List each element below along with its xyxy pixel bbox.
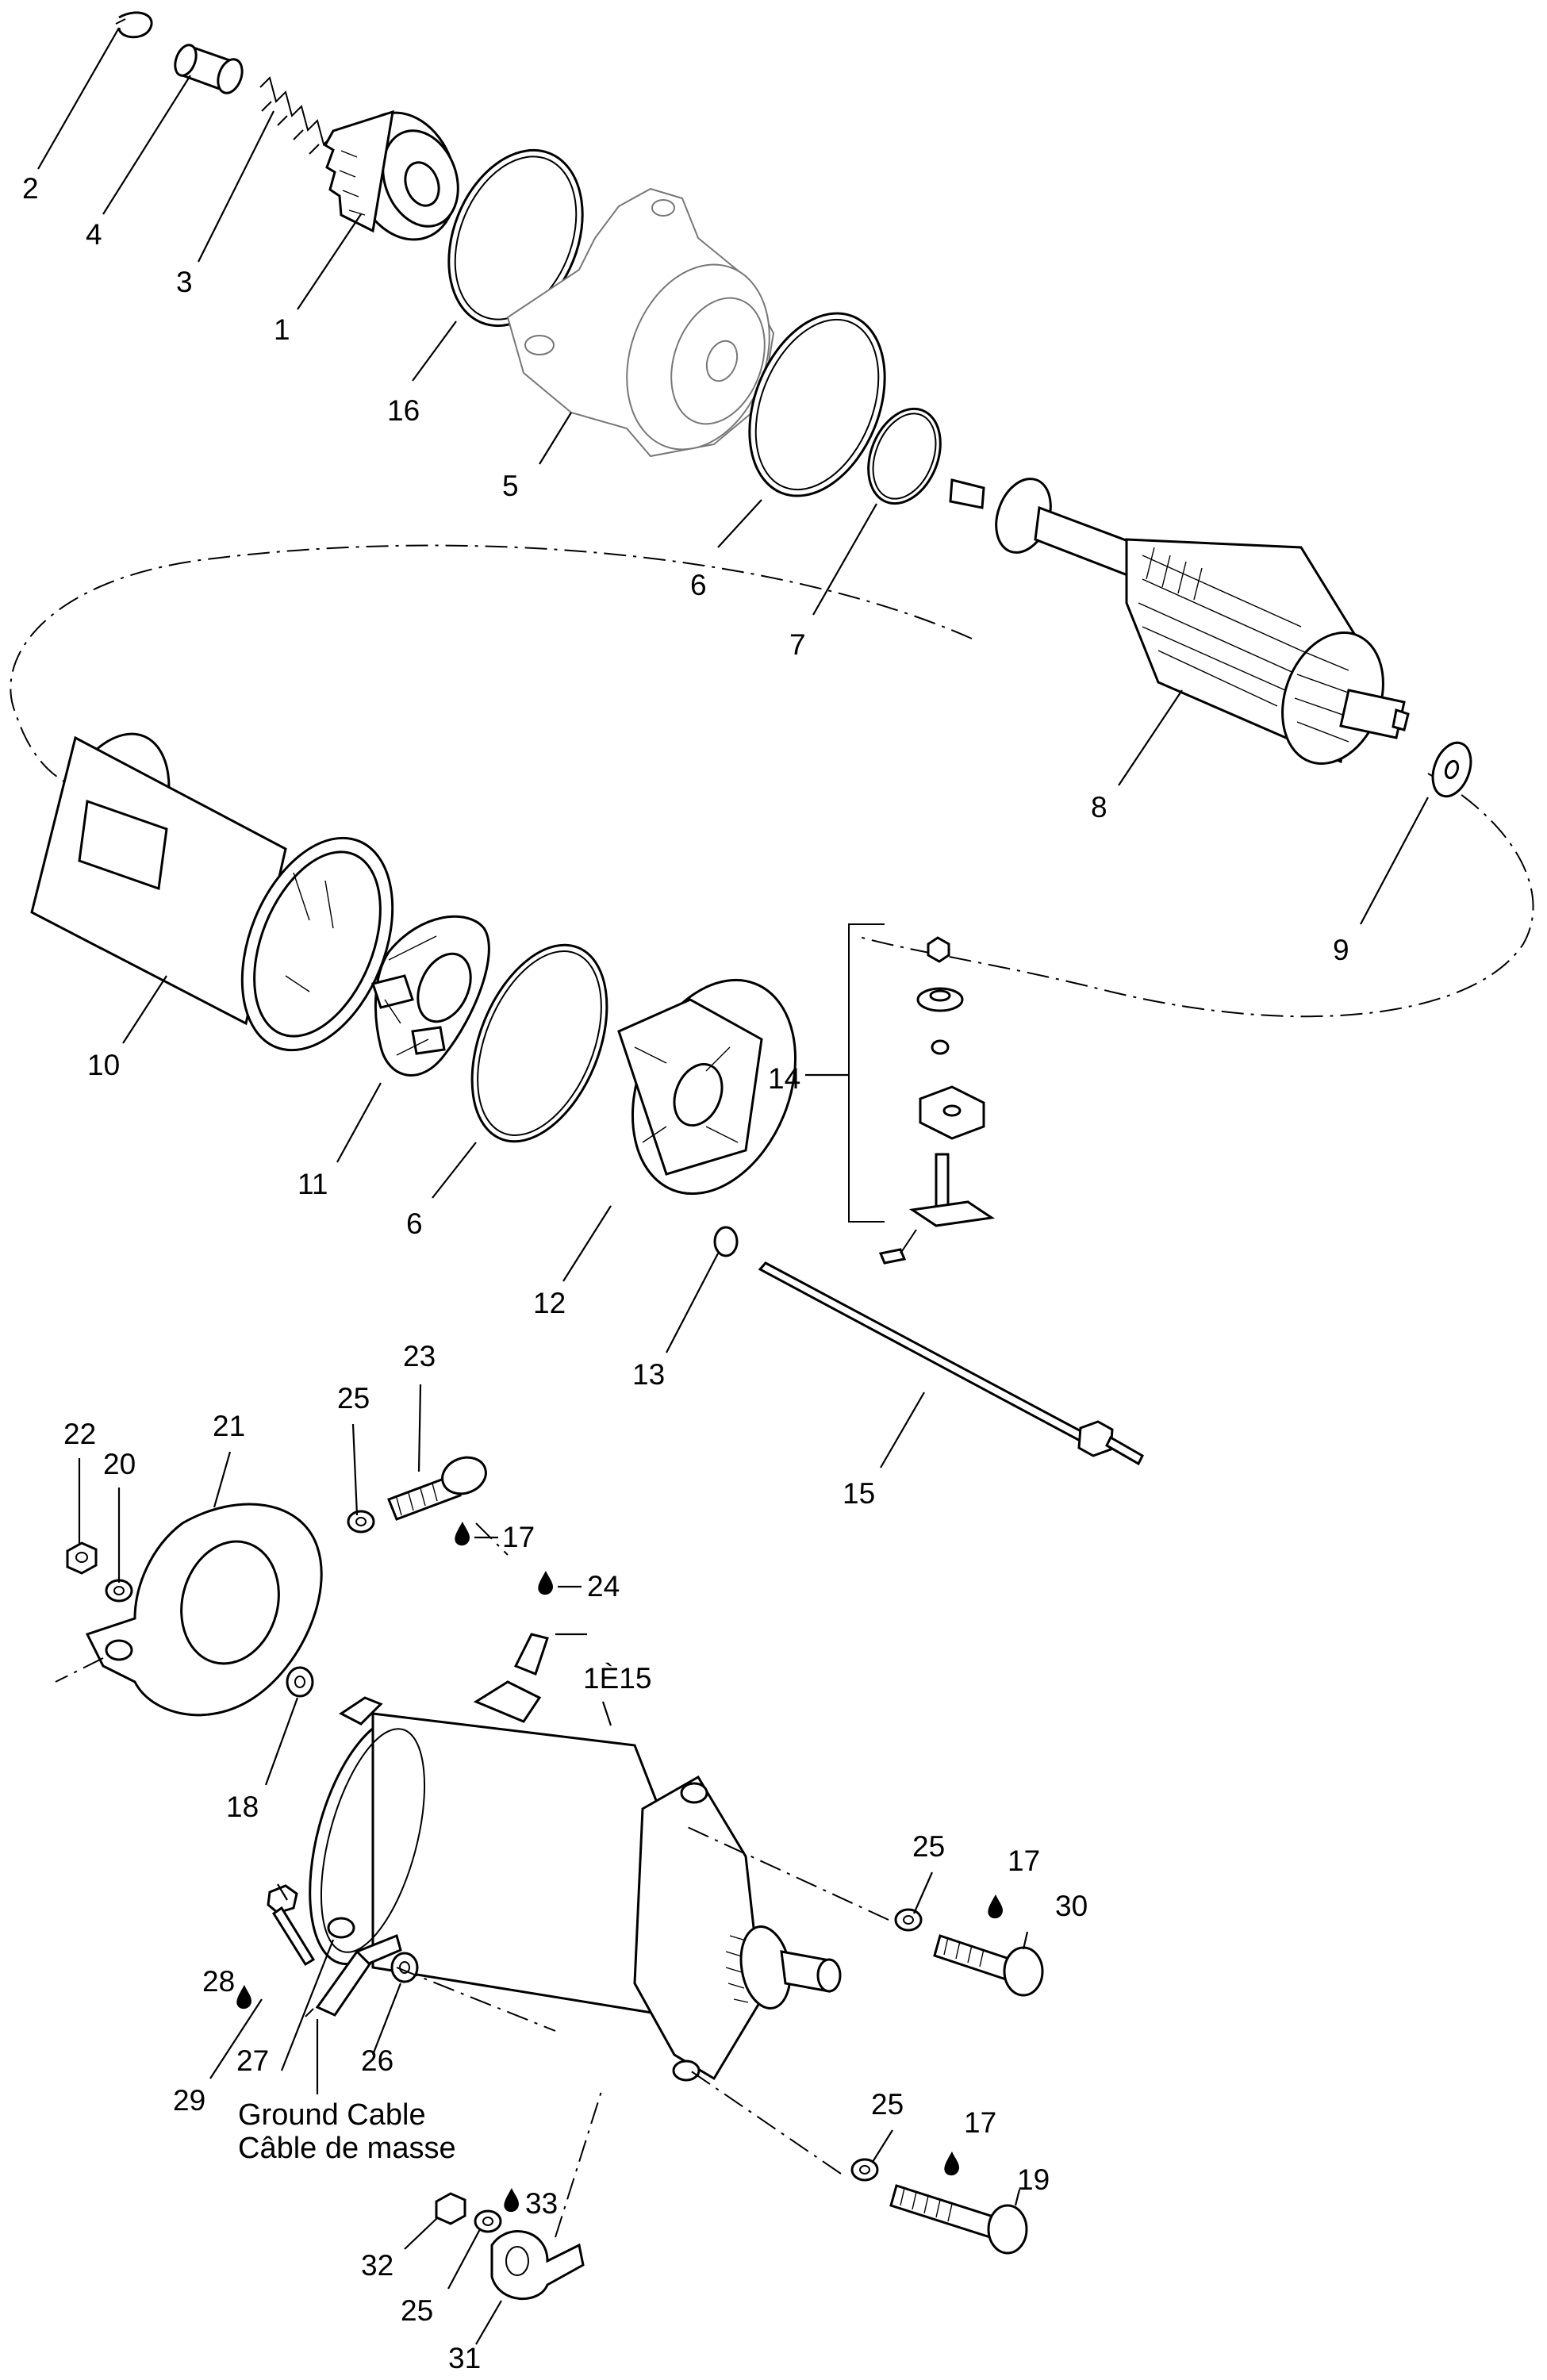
part-11-brush-holder: [373, 916, 489, 1075]
part-5-drive-housing: [508, 189, 794, 470]
part-6-o-ring-upper: [724, 294, 911, 516]
part-12-end-cover: [602, 956, 825, 1219]
part-4-bushing: [171, 42, 247, 96]
callout-1e15: 1È15: [583, 1662, 651, 1695]
callout-25-bottom: 25: [401, 2294, 433, 2327]
part-30-bolt: [935, 1936, 1042, 1995]
part-9-washer: [1426, 738, 1477, 802]
callout-25-upper: 25: [337, 1382, 370, 1415]
part-14-terminal-kit: [849, 924, 992, 1263]
part-31-clamp: [492, 2232, 583, 2299]
callout-17-right-upper: 17: [1008, 1844, 1040, 1877]
callout-8: 8: [1091, 791, 1107, 823]
part-25-washer-bottom: [475, 2211, 501, 2232]
callout-6-upper: 6: [690, 569, 707, 601]
alignment-line-1: [396, 1522, 889, 2238]
callout-14: 14: [768, 1062, 800, 1095]
callout-3: 3: [176, 266, 193, 298]
part-28-bolt: [268, 1886, 313, 1964]
callout-27: 27: [236, 2044, 269, 2077]
callout-17-right-lower: 17: [964, 2106, 996, 2139]
leader-lines: [37, 27, 1429, 2345]
callout-32: 32: [361, 2249, 393, 2282]
part-25-washer-upper: [348, 1511, 374, 1532]
callout-25-right-lower: 25: [871, 2088, 904, 2121]
part-7-small-o-ring: [855, 398, 954, 514]
callout-1: 1: [274, 313, 290, 346]
droplet-icon: [538, 1571, 582, 1595]
part-8-armature: [950, 471, 1408, 777]
droplet-icon: [236, 1985, 251, 2010]
droplet-icon: [455, 1522, 498, 1546]
callout-10: 10: [87, 1049, 120, 1081]
part-22-nut: [67, 1543, 96, 1573]
callout-19: 19: [1017, 2163, 1050, 2196]
callout-9: 9: [1333, 934, 1349, 966]
callout-6-lower: 6: [406, 1207, 423, 1240]
ground-cable-caption-fr: Câble de masse: [238, 2132, 456, 2165]
callout-29: 29: [173, 2084, 205, 2117]
droplet-icon: [988, 1894, 1003, 1919]
part-16-o-ring: [424, 130, 608, 346]
part-6-o-ring-lower: [446, 925, 633, 1161]
ground-cable: [305, 1936, 401, 2017]
callout-4: 4: [86, 218, 102, 251]
part-18-washer: [287, 1668, 313, 1696]
part-13-small-o-ring: [715, 1227, 737, 1256]
callout-20: 20: [103, 1448, 136, 1480]
callout-28: 28: [202, 1965, 235, 1998]
callout-13: 13: [632, 1358, 665, 1391]
callout-15: 15: [843, 1477, 875, 1510]
assembly-path-loop: [10, 544, 1534, 1018]
part-10-yoke-frame: [31, 717, 422, 1073]
callout-33: 33: [525, 2187, 558, 2220]
callout-7: 7: [789, 628, 806, 661]
part-1-pinion-clutch: [325, 98, 473, 255]
callout-17-upper: 17: [502, 1521, 535, 1553]
callout-12: 12: [533, 1287, 566, 1319]
part-26-lock-washer: [392, 1953, 417, 1982]
callout-31: 31: [448, 2342, 481, 2374]
callout-16: 16: [387, 394, 420, 427]
part-15-through-bolt: [760, 1263, 1142, 1464]
callout-26: 26: [361, 2044, 393, 2077]
part-20-washer: [106, 1580, 132, 1601]
droplet-icon: [944, 2152, 959, 2176]
part-25-washer-right-upper: [896, 1910, 921, 1930]
callout-11: 11: [298, 1168, 328, 1200]
part-23-bolt: [389, 1452, 491, 1519]
callout-18: 18: [226, 1791, 259, 1823]
callout-22: 22: [63, 1418, 96, 1450]
callout-23: 23: [403, 1340, 436, 1372]
ground-cable-caption-en: Ground Cable: [238, 2098, 426, 2132]
callout-2: 2: [22, 172, 39, 205]
part-19-bolt: [891, 2186, 1027, 2253]
part-2-snap-ring: [116, 13, 152, 37]
callout-24: 24: [587, 1570, 620, 1603]
part-25-washer-right-lower: [852, 2159, 877, 2180]
droplet-icon: [504, 2188, 519, 2213]
callout-25-right-upper: 25: [912, 1830, 945, 1863]
callout-5: 5: [502, 470, 519, 502]
callout-21: 21: [213, 1410, 245, 1442]
part-32-nut: [436, 2194, 465, 2224]
part-21-bracket: [56, 1504, 321, 1715]
starter-motor-assembly: [286, 1634, 840, 2080]
part-27-washer: [328, 1918, 354, 1937]
callout-30: 30: [1055, 1890, 1088, 1922]
